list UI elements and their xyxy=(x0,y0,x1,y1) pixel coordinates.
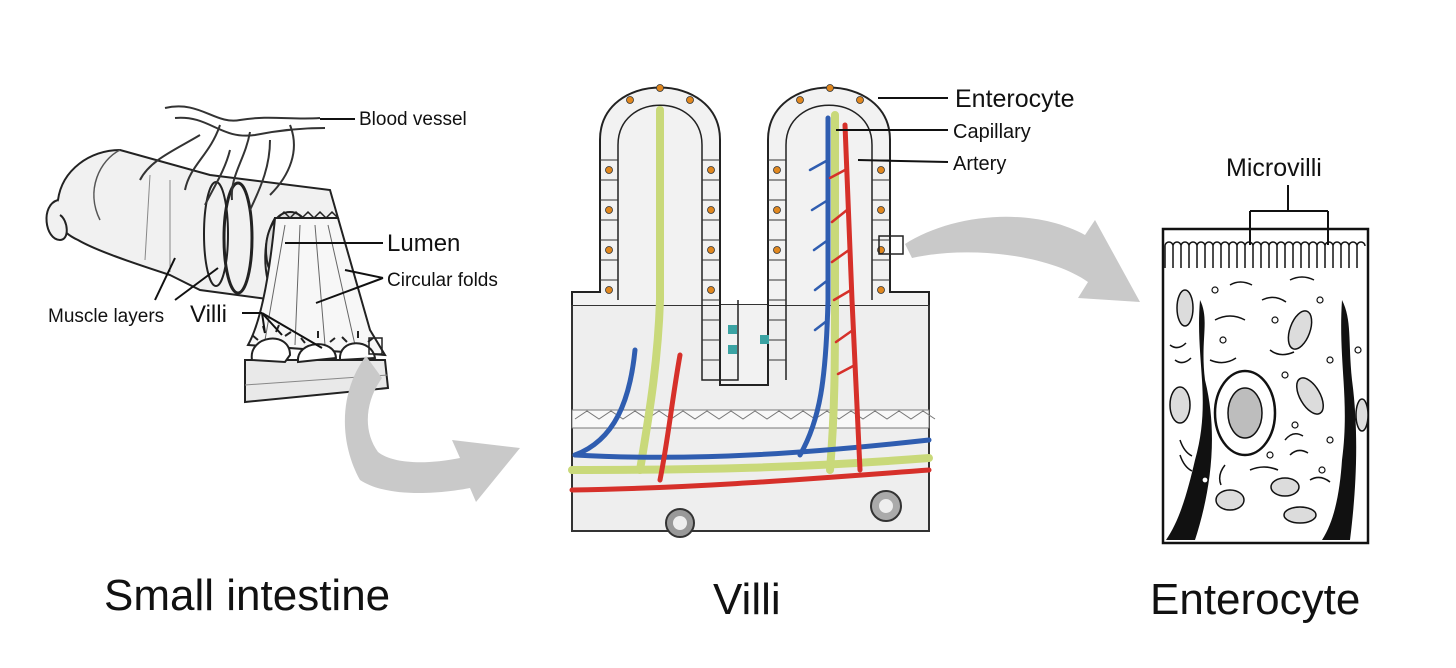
leader-lines-small-intestine xyxy=(154,118,384,349)
label-lumen: Lumen xyxy=(387,230,460,257)
microvilli-border xyxy=(1164,241,1366,268)
microvilli-bracket xyxy=(1249,185,1329,245)
cell-junction-right xyxy=(1322,300,1357,540)
zoom-arrow-to-enterocyte xyxy=(905,216,1140,302)
mitochondria xyxy=(1169,289,1369,524)
nucleolus xyxy=(1227,387,1263,439)
goblet-cells xyxy=(728,325,769,354)
label-villi-small: Villi xyxy=(190,301,227,328)
veins xyxy=(572,115,932,460)
small-intestine-illustration: Blood vessel Lumen Circular folds Muscle… xyxy=(45,105,498,404)
caption-enterocyte: Enterocyte xyxy=(1150,575,1361,624)
epithelial-cells xyxy=(600,159,890,361)
zoom-box-villi xyxy=(368,337,383,355)
label-circular-folds: Circular folds xyxy=(387,270,498,291)
endoplasmic-reticulum xyxy=(1169,276,1331,486)
label-artery: Artery xyxy=(953,153,1006,175)
label-blood-vessel: Blood vessel xyxy=(359,109,467,130)
villi-illustration: Enterocyte Capillary Artery xyxy=(568,84,1075,538)
villi-bumps xyxy=(250,324,377,364)
label-enterocyte-top: Enterocyte xyxy=(955,85,1075,113)
submucosa-band xyxy=(571,409,930,429)
label-capillary: Capillary xyxy=(953,121,1031,143)
cell-junction-left xyxy=(1166,300,1212,540)
leader-lines-villi xyxy=(836,97,949,163)
muscle-ring xyxy=(222,181,254,295)
arteries xyxy=(569,122,932,493)
label-muscle-layers: Muscle layers xyxy=(48,306,164,327)
lacteals xyxy=(568,106,933,474)
caption-villi: Villi xyxy=(713,575,781,624)
label-microvilli: Microvilli xyxy=(1226,154,1322,182)
vesicles xyxy=(1201,286,1362,484)
zoom-box-enterocyte xyxy=(878,235,904,255)
enterocyte-illustration: Microvilli xyxy=(1161,154,1370,545)
caption-small-intestine: Small intestine xyxy=(104,571,391,620)
crypt-glands xyxy=(665,490,902,538)
blood-vessels xyxy=(139,105,326,211)
zoom-arrow-to-villi xyxy=(344,356,520,502)
